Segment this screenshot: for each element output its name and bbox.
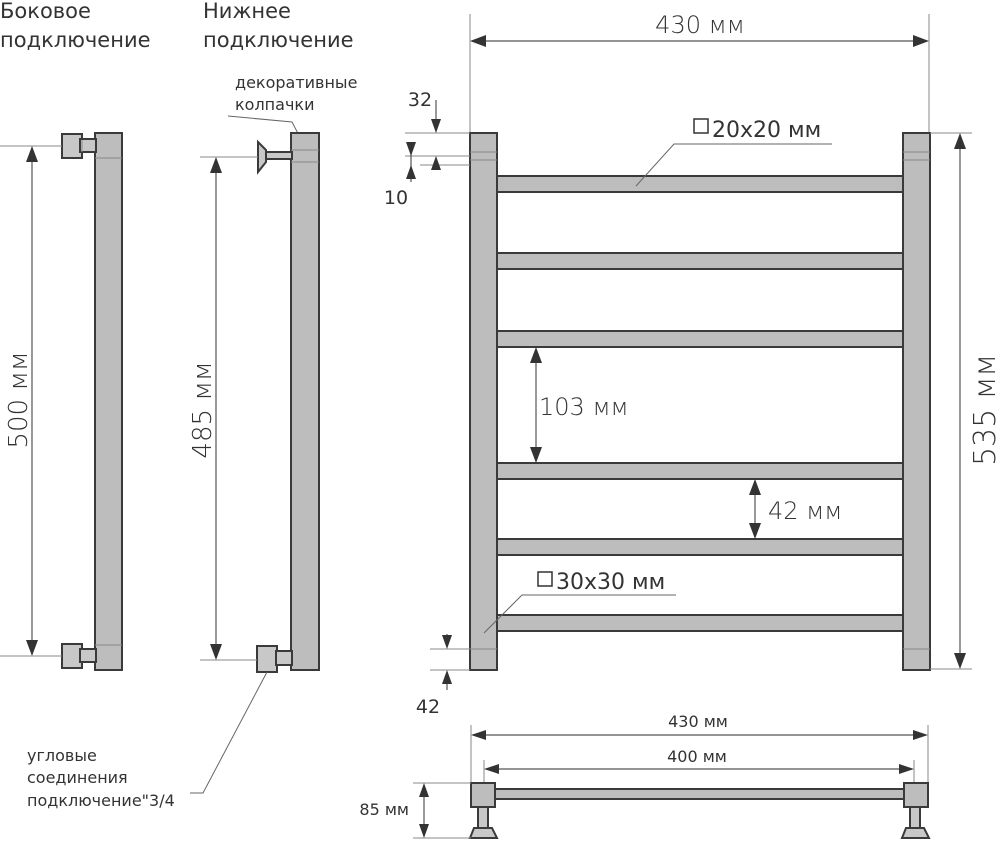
rung-3 [496,330,904,348]
bottom-connection-post [290,132,320,671]
fittings-note-line3: подключение"3/4 [27,791,175,810]
rung-5 [496,538,904,556]
bottom-connection-heading-line1: Нижнее [203,0,291,23]
side-connection-view: Боковое подключение 500 мм [0,0,151,671]
front-view: 430 мм 32 10 20х [384,11,1000,718]
decorative-caps-label-line2: колпачки [235,95,314,114]
rung-profile-label: 20х20 мм [712,118,821,143]
top-depth-label: 85 мм [359,800,409,819]
top-view: 430 мм 400 мм 85 мм [359,712,931,839]
post-profile-square-icon [537,571,553,587]
rung-6 [496,614,904,632]
cap-height-label: 10 [384,187,408,209]
top-view-right-post [903,782,929,808]
decorative-caps-label-line1: декоративные [235,73,357,92]
rung-1 [496,175,904,193]
side-connection-heading-line2: подключение [0,28,151,52]
bottom-connection-fitting [256,645,278,673]
post-profile-label: 30х30 мм [556,570,665,595]
top-center-width-label: 400 мм [667,747,727,766]
side-connection-heading-line1: Боковое [0,0,91,23]
top-view-rail [493,788,907,800]
bottom-offset-label: 42 [416,696,440,718]
bottom-connection-heading-line2: подключение [203,28,354,52]
rung-2 [496,252,904,270]
rung-profile-square-icon [693,118,709,134]
fittings-note-line1: угловые [27,746,97,765]
top-view-left-post [470,782,496,808]
rung-spacing-label: 103 мм [539,393,629,421]
rung-gap-label: 42 мм [768,497,842,525]
right-post [902,132,931,671]
side-connection-post [94,132,123,671]
top-view-left-foot [468,806,499,839]
bottom-height-label: 485 мм [188,361,218,458]
bottom-connection-view: Нижнее подключение декоративные колпачки… [188,0,357,673]
side-height-label: 500 мм [4,351,34,448]
rungs [496,175,904,632]
top-view-right-foot [900,806,931,839]
top-outer-width-label: 430 мм [668,712,728,731]
fittings-note-line2: соединения [27,768,128,787]
front-width-label: 430 мм [655,11,745,39]
fittings-note: угловые соединения подключение"3/4 [27,671,268,810]
left-post [469,132,498,671]
decorative-cap [257,139,293,175]
rung-4 [496,462,904,480]
front-height-label: 535 мм [968,354,1000,466]
top-offset-label: 32 [408,89,432,111]
